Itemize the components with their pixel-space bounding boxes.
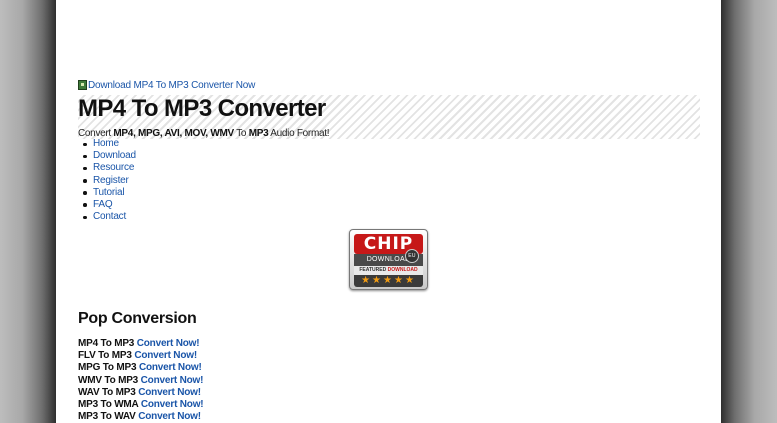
convert-now-link[interactable]: Convert Now! — [136, 338, 200, 349]
eu-region-icon: EU — [405, 249, 419, 263]
nav-item-faq: FAQ — [83, 198, 136, 211]
convert-now-link[interactable]: Convert Now! — [140, 398, 204, 410]
conversion-row-wmv-mp3: WMV To MP3 Convert Now! — [78, 375, 203, 387]
section-title-pop-conversion: Pop Conversion — [78, 310, 197, 327]
nav-link-faq[interactable]: FAQ — [93, 198, 113, 210]
tagline-formats: MP4, MPG, AVI, MOV, WMV — [113, 128, 234, 139]
main-nav: Home Download Resource Register Tutorial… — [78, 138, 136, 223]
chip-download-text: DOWNLOAD — [366, 256, 411, 263]
conversion-label: MP3 To WMA — [78, 398, 139, 410]
download-now-label: Download MP4 To MP3 Converter Now — [88, 79, 256, 91]
conversion-label: WAV To MP3 — [78, 386, 136, 398]
convert-now-link[interactable]: Convert Now! — [138, 386, 201, 398]
nav-item-home: Home — [83, 138, 136, 150]
nav-link-home[interactable]: Home — [93, 138, 119, 149]
conversion-row-flv-mp3: FLV To MP3 Convert Now! — [78, 350, 203, 362]
tagline-prefix: Convert — [78, 128, 114, 139]
right-shadow-border — [721, 0, 777, 423]
nav-link-tutorial[interactable]: Tutorial — [93, 186, 125, 198]
featured-download-text: DOWNLOAD — [387, 267, 418, 273]
conversion-row-mp3-wma: MP3 To WMA Convert Now! — [78, 398, 204, 411]
featured-text: FEATURED — [359, 267, 387, 273]
nav-item-contact: Contact — [83, 211, 136, 223]
header-banner: MP4 To MP3 Converter — [78, 95, 700, 139]
nav-link-register[interactable]: Register — [93, 174, 129, 186]
tagline-middle: To — [233, 128, 249, 139]
conversion-row-wav-mp3: WAV To MP3 Convert Now! — [78, 387, 203, 399]
conversion-list: MP4 To MP3 Convert Now! FLV To MP3 Conve… — [78, 338, 204, 423]
convert-now-link[interactable]: Convert Now! — [140, 374, 204, 386]
convert-now-link[interactable]: Convert Now! — [134, 350, 197, 362]
tagline-suffix: Audio Format! — [268, 128, 330, 139]
page-container: Download MP4 To MP3 Converter Now MP4 To… — [56, 0, 721, 423]
conversion-label: MP3 To WAV — [78, 411, 136, 423]
rating-stars: ★★★★★ — [354, 275, 423, 287]
conversion-row-mpg-mp3: MPG To MP3 Convert Now! — [78, 362, 203, 374]
tagline: Convert MP4, MPG, AVI, MOV, WMV To MP3 A… — [78, 128, 330, 139]
conversion-label: FLV To MP3 — [78, 350, 132, 362]
chip-download-strip: DOWNLOAD EU — [354, 249, 423, 266]
page-title: MP4 To MP3 Converter — [78, 95, 326, 122]
nav-item-register: Register — [83, 174, 136, 187]
featured-download-label: FEATURED DOWNLOAD — [354, 266, 423, 275]
download-now-link[interactable]: Download MP4 To MP3 Converter Now — [78, 78, 255, 92]
nav-link-resource[interactable]: Resource — [93, 162, 135, 174]
conversion-label: MP4 To MP3 — [78, 338, 135, 349]
nav-item-resource: Resource — [83, 162, 136, 174]
download-icon — [78, 80, 87, 90]
conversion-label: MPG To MP3 — [78, 362, 137, 374]
nav-link-contact[interactable]: Contact — [93, 211, 127, 223]
conversion-label: WMV To MP3 — [78, 374, 139, 386]
tagline-target: MP3 — [248, 128, 269, 139]
nav-link-download[interactable]: Download — [93, 150, 136, 162]
conversion-row-mp3-wav: MP3 To WAV Convert Now! — [78, 411, 203, 423]
nav-item-download: Download — [83, 150, 136, 162]
chip-logo: CHIP — [354, 234, 423, 254]
chip-download-badge[interactable]: CHIP DOWNLOAD EU FEATURED DOWNLOAD ★★★★★ — [349, 229, 428, 290]
convert-now-link[interactable]: Convert Now! — [138, 411, 201, 423]
convert-now-link[interactable]: Convert Now! — [138, 362, 202, 374]
nav-item-tutorial: Tutorial — [83, 186, 136, 199]
conversion-row-mp4-mp3: MP4 To MP3 Convert Now! — [78, 338, 203, 350]
left-shadow-border — [0, 0, 56, 423]
